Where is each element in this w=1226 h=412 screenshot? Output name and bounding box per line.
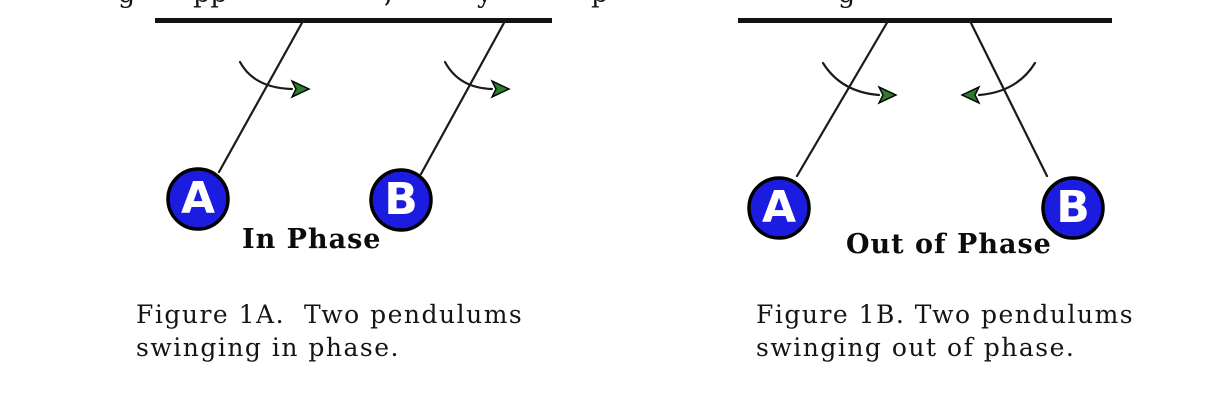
cropped-text-fragment: , [384,0,393,7]
ceiling-bar [738,18,1112,23]
cropped-text-fragment: p [591,0,608,7]
phase-label-in-phase: In Phase [242,224,382,255]
bob-b-label: B [1056,182,1090,233]
pendulum-bob-a [166,167,230,231]
swing-arrowhead-b-left-icon [960,85,981,105]
bob-a-label: A [761,182,797,233]
cropped-text-fragment: y [477,0,492,7]
figure-1b-diagram [738,18,1112,240]
pendulum-bob-a [747,176,811,240]
pendulum-bob-b [1041,176,1105,240]
pendulum-a-string [795,19,890,178]
cropped-text-fragment: g [838,0,855,7]
swing-arc-a [238,60,294,91]
bob-a-label: A [180,173,216,224]
bob-b-label: B [384,174,418,225]
swing-arrowhead-a-right-icon [290,79,311,99]
ceiling-bar [155,18,552,23]
figure-1a-caption: Figure 1A. Two pendulums swinging in pha… [136,300,524,362]
cropped-text-fragment: g [118,0,135,7]
pendulum-bob-b [369,168,433,232]
swing-arc-b [977,61,1037,97]
figure-1a-diagram [155,18,552,232]
pendulum-a-string [217,19,305,174]
swing-arc-b [443,60,494,91]
cropped-text-fragment: pp [193,0,228,7]
figure-1b-caption: Figure 1B. Two pendulums swinging out of… [756,300,1135,362]
pendulum-b-string [419,19,507,176]
phase-label-out-of-phase: Out of Phase [846,229,1052,260]
swing-arrowhead-b-right-icon [490,79,511,99]
swing-arc-a [821,61,881,97]
swing-arrowhead-a-right-icon [877,85,898,105]
pendulum-b-string [968,19,1049,178]
